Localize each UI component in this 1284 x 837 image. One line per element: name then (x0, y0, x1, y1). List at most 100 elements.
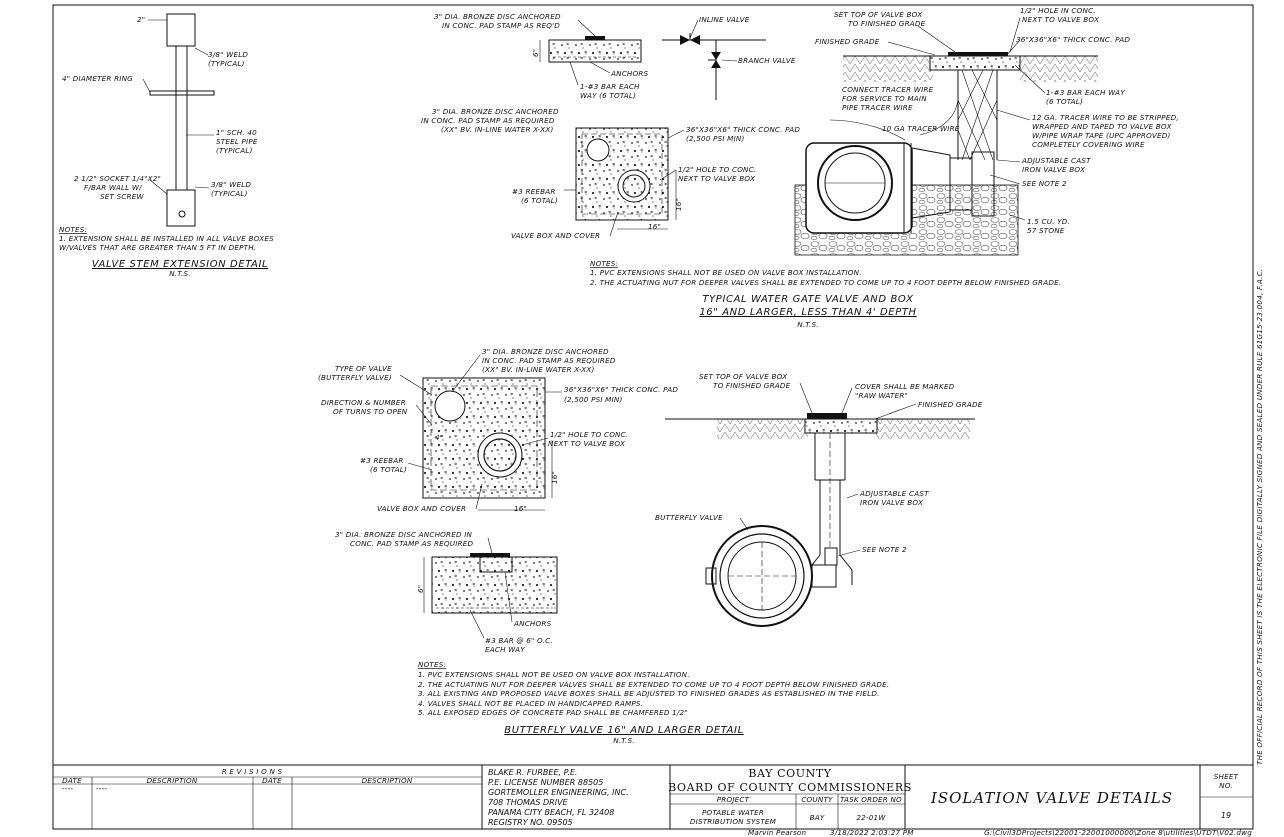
gate-anchors-label: ANCHORS (610, 69, 649, 78)
bfly-elevation: SET TOP OF VALVE BOX TO FINISHED GRADE C… (655, 372, 983, 627)
title-block: R E V I S I O N S DATE DESCRIPTION DATE … (53, 765, 1253, 829)
plot-timestamp: 3/18/2022 2:03:27 PM (830, 828, 914, 837)
rev-desc-blank: ---- (96, 784, 107, 793)
gate-stone-label-1: 1.5 CU. YD. (1027, 217, 1070, 226)
gate-set-top-label-1: SET TOP OF VALVE BOX (834, 10, 923, 19)
gate-note-1: 1. PVC EXTENSIONS SHALL NOT BE USED ON V… (590, 268, 862, 277)
stem-weld-top-typ: (TYPICAL) (208, 59, 245, 68)
board-name: BOARD OF COUNTY COMMISSIONERS (668, 781, 912, 794)
stem-weld-bottom-label: 3/8" WELD (211, 180, 251, 189)
gate-disc-plan-label-1: 3" DIA. BRONZE DISC ANCHORED (432, 107, 559, 116)
gate-pad-thickness: 6" (531, 49, 540, 57)
gate-adj-label-2: IRON VALVE BOX (1022, 165, 1086, 174)
bfly-pad-label-2: (2,500 PSI MIN) (564, 395, 622, 404)
bfly-set-top-label-2: TO FINISHED GRADE (713, 381, 791, 390)
bfly-disc-section-label-2: CONC. PAD STAMP AS REQUIRED (350, 539, 473, 548)
stem-pipe-label-3: (TYPICAL) (216, 146, 253, 155)
stem-ring (149, 90, 215, 96)
gate-notes-title: NOTES: (590, 259, 618, 268)
rev-desc-header-1: DESCRIPTION (147, 776, 198, 785)
bfly-hole-label-1: 1/2" HOLE TO CONC. (550, 430, 628, 439)
gate-connect-label-2: FOR SERVICE TO MAIN (842, 94, 927, 103)
bfly-anchors-label: ANCHORS (513, 619, 552, 628)
bfly-rebar-label-1: #3 REEBAR (360, 456, 404, 465)
stem-note-2: W/VALVES THAT ARE GREATER THAN 5 FT IN D… (59, 243, 256, 252)
gate-tracer-label: 10 GA TRACER WIRE (882, 124, 960, 133)
stem-pipe-label-2: STEEL PIPE (216, 137, 258, 146)
stem-notes-title: NOTES: (59, 225, 87, 234)
gate-hole-conc-label-2: NEXT TO VALVE BOX (1022, 15, 1100, 24)
gate-rebar-label-2: (6 TOTAL) (521, 196, 558, 205)
rev-date-header-2: DATE (262, 776, 282, 785)
gate-hole-conc-label-1: 1/2" HOLE IN CONC. (1020, 6, 1096, 15)
gate-set-top-label-2: TO FINISHED GRADE (848, 19, 926, 28)
official-record-note: THE OFFICIAL RECORD OF THIS SHEET IS THE… (1255, 269, 1264, 765)
gate-stone-label-2: 57 STONE (1027, 226, 1065, 235)
stem-socket-label-2: F/BAR WALL W/ (84, 183, 143, 192)
drafter-name: Marvin Pearson (748, 828, 807, 837)
bfly-set-top-label-1: SET TOP OF VALVE BOX (699, 372, 788, 381)
bfly-disc-plan-label-3: (XX" BV. IN-LINE WATER X-XX) (482, 365, 594, 374)
county-name: BAY COUNTY (748, 767, 831, 780)
sheet-number: 19 (1221, 811, 1231, 820)
gate-pad-section: 6" 3" DIA. BRONZE DISC ANCHORED IN CONC.… (434, 12, 649, 100)
revisions-header: R E V I S I O N S (222, 767, 283, 776)
sheet-title: ISOLATION VALVE DETAILS (930, 789, 1173, 807)
stem-ring-label: 4" DIAMETER RING (62, 74, 133, 83)
bfly-disc-plan-label-2: IN CONC. PAD STAMP AS REQUIRED (482, 356, 616, 365)
gate-disc-section-label-1: 3" DIA. BRONZE DISC ANCHORED (434, 12, 561, 21)
bfly-finished-grade-label: FINISHED GRADE (918, 400, 983, 409)
plot-stamp: Marvin Pearson 3/18/2022 2:03:27 PM G:\C… (748, 269, 1264, 837)
engineer-registry: REGISTRY NO. 09505 (488, 818, 573, 827)
bfly-valve-label: BUTTERFLY VALVE (655, 513, 723, 522)
bfly-note-2: 2. THE ACTUATING NUT FOR DEEPER VALVES S… (418, 680, 889, 689)
bfly-adj-label-2: IRON VALVE BOX (860, 498, 924, 507)
gate-hole-label-1: 1/2" HOLE TO CONC. (678, 165, 756, 174)
bfly-note-5: 5. ALL EXPOSED EDGES OF CONCRETE PAD SHA… (418, 708, 688, 717)
rev-date-header-1: DATE (62, 776, 82, 785)
bfly-type-label-1: TYPE OF VALVE (335, 364, 392, 373)
engineer-address: 708 THOMAS DRIVE (488, 798, 569, 807)
gate-plan-dim-width: 16" (648, 222, 661, 231)
project-name-2: DISTRIBUTION SYSTEM (690, 817, 777, 826)
bfly-type-label-2: (BUTTERFLY VALVE) (318, 373, 392, 382)
gate-disc-plan-label-3: (XX" BV. IN-LINE WATER X-XX) (441, 125, 553, 134)
gate-connect-label-1: CONNECT TRACER WIRE (842, 85, 934, 94)
gate-disc-plan-label-2: IN CONC. PAD STAMP AS REQUIRED (421, 116, 555, 125)
gate-pad-label-1: 36"X36"X6" THICK CONC. PAD (686, 125, 800, 134)
stem-top-size: 2" (137, 15, 145, 24)
gate-tracer12-label-2: WRAPPED AND TAPED TO VALVE BOX (1032, 122, 1173, 131)
bfly-pad-section: 6" 3" DIA. BRONZE DISC ANCHORED IN CONC.… (335, 530, 558, 654)
gate-tracer12-label-4: COMPLETELY COVERING WIRE (1032, 140, 1145, 149)
task-order-value: 22-01W (856, 813, 886, 822)
project-header: PROJECT (717, 795, 750, 804)
gate-bar-section-label-1: 1-#3 BAR EACH (580, 82, 640, 91)
bfly-notes: NOTES: 1. PVC EXTENSIONS SHALL NOT BE US… (418, 660, 889, 745)
stem-top-square (166, 13, 196, 47)
engineer-name: BLAKE R. FURBEE, P.E. (488, 768, 577, 777)
rev-desc-header-2: DESCRIPTION (362, 776, 413, 785)
bfly-notes-title: NOTES: (418, 660, 446, 669)
bfly-bar-label-1: #3 BAR @ 6" O.C. (485, 636, 553, 645)
bfly-disc-section-label-1: 3" DIA. BRONZE DISC ANCHORED IN (335, 530, 473, 539)
gate-see-note-2: SEE NOTE 2 (1022, 179, 1067, 188)
bfly-direction-label-2: OF TURNS TO OPEN (333, 407, 408, 416)
gate-plan-dim-height: 16" (674, 198, 683, 211)
inline-valve-label: INLINE VALVE (699, 15, 750, 24)
bfly-see-note-2: SEE NOTE 2 (862, 545, 907, 554)
gate-valve-schematic: INLINE VALVE BRANCH VALVE (662, 15, 796, 100)
gate-note-2: 2. THE ACTUATING NUT FOR DEEPER VALVES S… (590, 278, 1061, 287)
bfly-pad-plan: 16" 16" 4" TYPE OF VALVE (BUTTERFLY VALV… (318, 347, 678, 513)
county-value: BAY (810, 813, 825, 822)
gate-adj-label-1: ADJUSTABLE CAST (1021, 156, 1091, 165)
gate-detail-title-2: 16" AND LARGER, LESS THAN 4' DEPTH (699, 307, 916, 318)
bfly-rebar-label-2: (6 TOTAL) (370, 465, 407, 474)
stem-note-1: 1. EXTENSION SHALL BE INSTALLED IN ALL V… (59, 234, 274, 243)
gate-notes: NOTES: 1. PVC EXTENSIONS SHALL NOT BE US… (590, 259, 1061, 329)
bfly-box-cover-label: VALVE BOX AND COVER (377, 504, 466, 513)
bfly-bar-label-2: EACH WAY (485, 645, 525, 654)
stem-pipe-label-1: 1" SCH. 40 (216, 128, 257, 137)
bfly-cover-label-2: "RAW WATER" (855, 391, 908, 400)
branch-valve-label: BRANCH VALVE (738, 56, 796, 65)
